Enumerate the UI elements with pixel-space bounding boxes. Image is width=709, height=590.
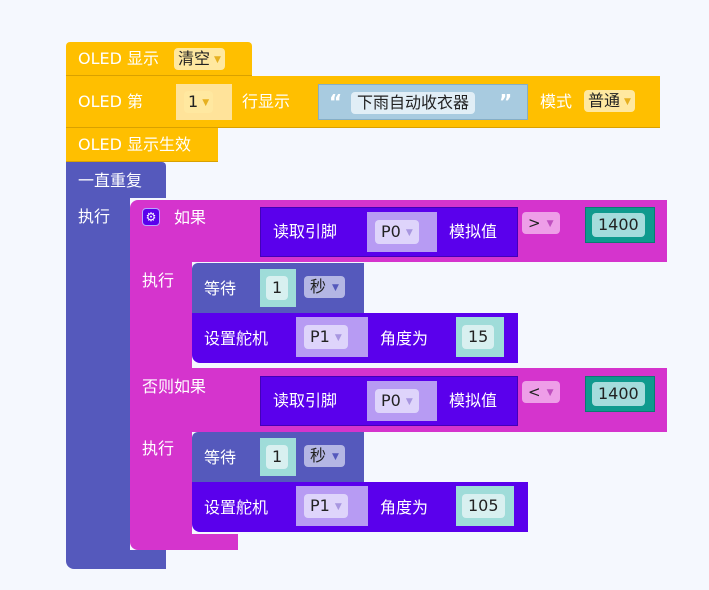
wait-label: 等待	[204, 448, 237, 467]
read-pin-block-1[interactable]: 读取引脚 P0 ▼ 模拟值	[260, 207, 518, 257]
pin-socket: P0 ▼	[367, 381, 437, 421]
pin-value: P0	[381, 222, 401, 241]
servo-block-1[interactable]: 设置舵机 P1 ▼ 角度为 15	[192, 313, 518, 363]
close-quote-icon: ”	[499, 90, 513, 114]
elseif-do-label: 执行	[142, 439, 175, 458]
pin-value: P0	[381, 391, 401, 410]
angle-socket: 105	[456, 486, 514, 526]
oled-clear-label: OLED 显示	[78, 49, 160, 68]
wait-block-1[interactable]: 等待 1 秒▼	[192, 263, 364, 313]
compare-operator-dropdown-2[interactable]: <▼	[522, 381, 560, 403]
wait-unit-dropdown[interactable]: 秒▼	[304, 276, 345, 298]
angle-label: 角度为	[380, 329, 429, 348]
chevron-down-icon: ▼	[334, 332, 342, 343]
oled-clear-mode-dropdown[interactable]: 清空▼	[174, 48, 225, 70]
elseif-block-arm	[130, 432, 192, 538]
chevron-down-icon: ▼	[332, 451, 339, 462]
wait-unit-dropdown[interactable]: 秒▼	[304, 445, 345, 467]
servo-pin-socket: P1 ▼	[296, 486, 368, 526]
chevron-down-icon: ▼	[214, 54, 221, 65]
chevron-down-icon: ▼	[334, 501, 342, 512]
servo-pin-dropdown[interactable]: P1 ▼	[304, 494, 348, 518]
gear-icon[interactable]: ⚙	[142, 208, 160, 226]
wait-value-socket: 1	[260, 269, 296, 307]
wait-unit-value: 秒	[310, 446, 327, 465]
wait-value-input[interactable]: 1	[266, 445, 289, 469]
text-string-block[interactable]: “ 下雨自动收衣器 ”	[318, 84, 528, 120]
pin-dropdown[interactable]: P0 ▼	[375, 220, 419, 244]
chevron-down-icon: ▼	[546, 218, 554, 229]
number-input[interactable]: 1400	[592, 213, 645, 237]
read-pin-label: 读取引脚	[273, 391, 338, 410]
oled-apply-block[interactable]: OLED 显示生效	[66, 128, 218, 162]
angle-socket: 15	[456, 317, 504, 357]
servo-pin-value: P1	[310, 496, 330, 515]
number-block-1[interactable]: 1400	[585, 207, 655, 243]
chevron-down-icon: ▼	[405, 227, 413, 238]
angle-input[interactable]: 105	[462, 494, 505, 518]
if-label: 如果	[174, 208, 207, 227]
forever-loop-arm	[66, 198, 130, 558]
pin-dropdown[interactable]: P0 ▼	[375, 389, 419, 413]
number-input[interactable]: 1400	[592, 382, 645, 406]
servo-label: 设置舵机	[204, 329, 269, 348]
oled-line-display-block[interactable]: OLED 第 1▼ 行显示 “ 下雨自动收衣器 ” 模式 普通▼	[66, 76, 660, 128]
number-block-2[interactable]: 1400	[585, 376, 655, 412]
elseif-label: 否则如果	[142, 377, 207, 396]
line-number-value: 1	[188, 92, 199, 111]
read-pin-label: 读取引脚	[273, 222, 338, 241]
wait-value-socket: 1	[260, 438, 296, 476]
chevron-down-icon: ▼	[624, 96, 631, 107]
wait-block-2[interactable]: 等待 1 秒▼	[192, 432, 364, 482]
chevron-down-icon: ▼	[202, 97, 210, 108]
angle-input[interactable]: 15	[462, 325, 495, 349]
oled-clear-block[interactable]: OLED 显示 清空▼	[66, 42, 252, 76]
oled-line-middle-label: 行显示	[242, 92, 291, 111]
wait-value-input[interactable]: 1	[266, 276, 289, 300]
servo-pin-socket: P1 ▼	[296, 317, 368, 357]
chevron-down-icon: ▼	[405, 396, 413, 407]
analog-label: 模拟值	[449, 222, 498, 241]
forever-loop-block[interactable]: 一直重复	[66, 162, 166, 198]
servo-label: 设置舵机	[204, 498, 269, 517]
forever-loop-bottom	[66, 550, 166, 569]
compare-operator-dropdown-1[interactable]: >▼	[522, 212, 560, 234]
servo-block-2[interactable]: 设置舵机 P1 ▼ 角度为 105	[192, 482, 528, 532]
chevron-down-icon: ▼	[546, 387, 554, 398]
oled-clear-mode-value: 清空	[178, 49, 211, 68]
line-number-dropdown[interactable]: 1▼	[184, 91, 214, 113]
oled-mode-value: 普通	[588, 91, 621, 110]
if-block-arm	[130, 262, 192, 368]
oled-mode-dropdown[interactable]: 普通▼	[584, 90, 635, 112]
line-number-socket: 1▼	[176, 84, 232, 120]
open-quote-icon: “	[329, 90, 343, 114]
oled-apply-label: OLED 显示生效	[78, 135, 192, 154]
wait-label: 等待	[204, 279, 237, 298]
wait-unit-value: 秒	[310, 277, 327, 296]
angle-label: 角度为	[380, 498, 429, 517]
chevron-down-icon: ▼	[332, 282, 339, 293]
if-block-bottom	[130, 534, 238, 550]
analog-label: 模拟值	[449, 391, 498, 410]
forever-label: 一直重复	[78, 171, 143, 190]
operator-value: >	[528, 214, 541, 232]
oled-mode-label: 模式	[540, 92, 573, 111]
servo-pin-dropdown[interactable]: P1 ▼	[304, 325, 348, 349]
oled-line-prefix: OLED 第	[78, 92, 144, 111]
operator-value: <	[528, 383, 541, 401]
servo-pin-value: P1	[310, 327, 330, 346]
read-pin-block-2[interactable]: 读取引脚 P0 ▼ 模拟值	[260, 376, 518, 426]
pin-socket: P0 ▼	[367, 212, 437, 252]
text-string-input[interactable]: 下雨自动收衣器	[351, 92, 476, 114]
forever-do-label: 执行	[78, 207, 111, 226]
if-do-label: 执行	[142, 271, 175, 290]
